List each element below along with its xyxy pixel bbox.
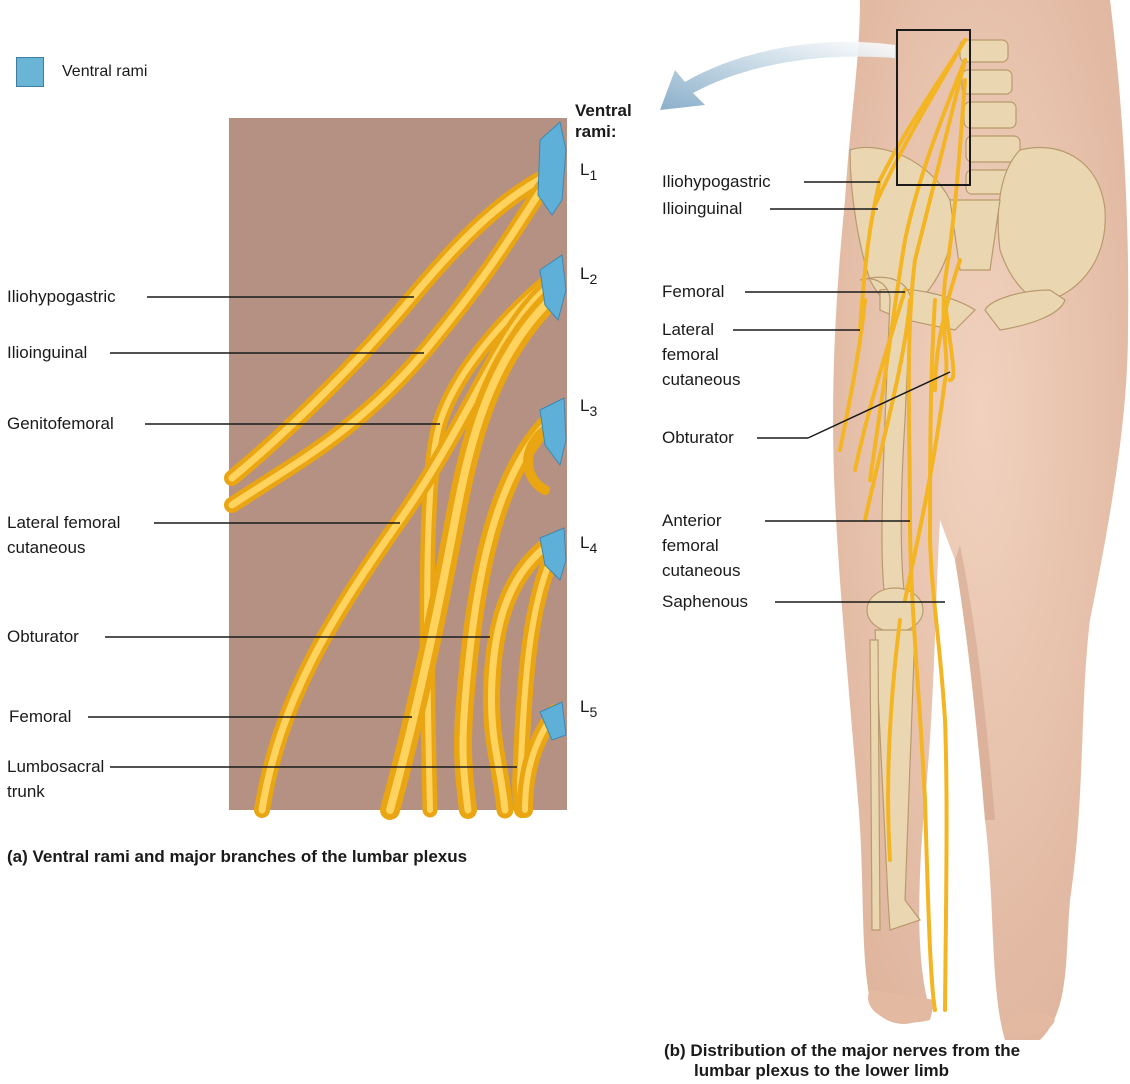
label-iliohypogastric-b: Iliohypogastric xyxy=(662,172,771,192)
label-obturator-b: Obturator xyxy=(662,428,734,448)
rami-header-line1: Ventral xyxy=(575,101,632,121)
ramus-label-l5: L5 xyxy=(580,697,597,717)
caption-a: (a) Ventral rami and major branches of t… xyxy=(7,846,467,867)
label-anterior-b-1: Anterior xyxy=(662,511,722,531)
label-lateral-femoral-a-2: cutaneous xyxy=(7,538,85,558)
label-lumbosacral-1: Lumbosacral xyxy=(7,757,104,777)
label-genitofemoral-a: Genitofemoral xyxy=(7,414,114,434)
label-saphenous-b: Saphenous xyxy=(662,592,748,612)
label-femoral-a: Femoral xyxy=(9,707,71,727)
fibula xyxy=(870,640,880,930)
label-lateral-b-3: cutaneous xyxy=(662,370,740,390)
label-lateral-femoral-a-1: Lateral femoral xyxy=(7,513,120,533)
rami-header-line2: rami: xyxy=(575,122,617,142)
ramus-label-l2: L2 xyxy=(580,264,597,284)
label-obturator-a: Obturator xyxy=(7,627,79,647)
label-lateral-b-2: femoral xyxy=(662,345,719,365)
vertebra xyxy=(960,40,1008,62)
label-ilioinguinal-a: Ilioinguinal xyxy=(7,343,87,363)
label-ilioinguinal-b: Ilioinguinal xyxy=(662,199,742,219)
ramus-label-l4: L4 xyxy=(580,533,597,553)
label-anterior-b-2: femoral xyxy=(662,536,719,556)
label-femoral-b: Femoral xyxy=(662,282,724,302)
label-iliohypogastric-a: Iliohypogastric xyxy=(7,287,116,307)
label-lateral-b-1: Lateral xyxy=(662,320,714,340)
caption-b-line1: (b) Distribution of the major nerves fro… xyxy=(664,1040,1020,1061)
ramus-label-l3: L3 xyxy=(580,396,597,416)
label-anterior-b-3: cutaneous xyxy=(662,561,740,581)
ramus-label-l1: L1 xyxy=(580,160,597,180)
label-lumbosacral-2: trunk xyxy=(7,782,45,802)
caption-b-line2: lumbar plexus to the lower limb xyxy=(694,1060,949,1081)
